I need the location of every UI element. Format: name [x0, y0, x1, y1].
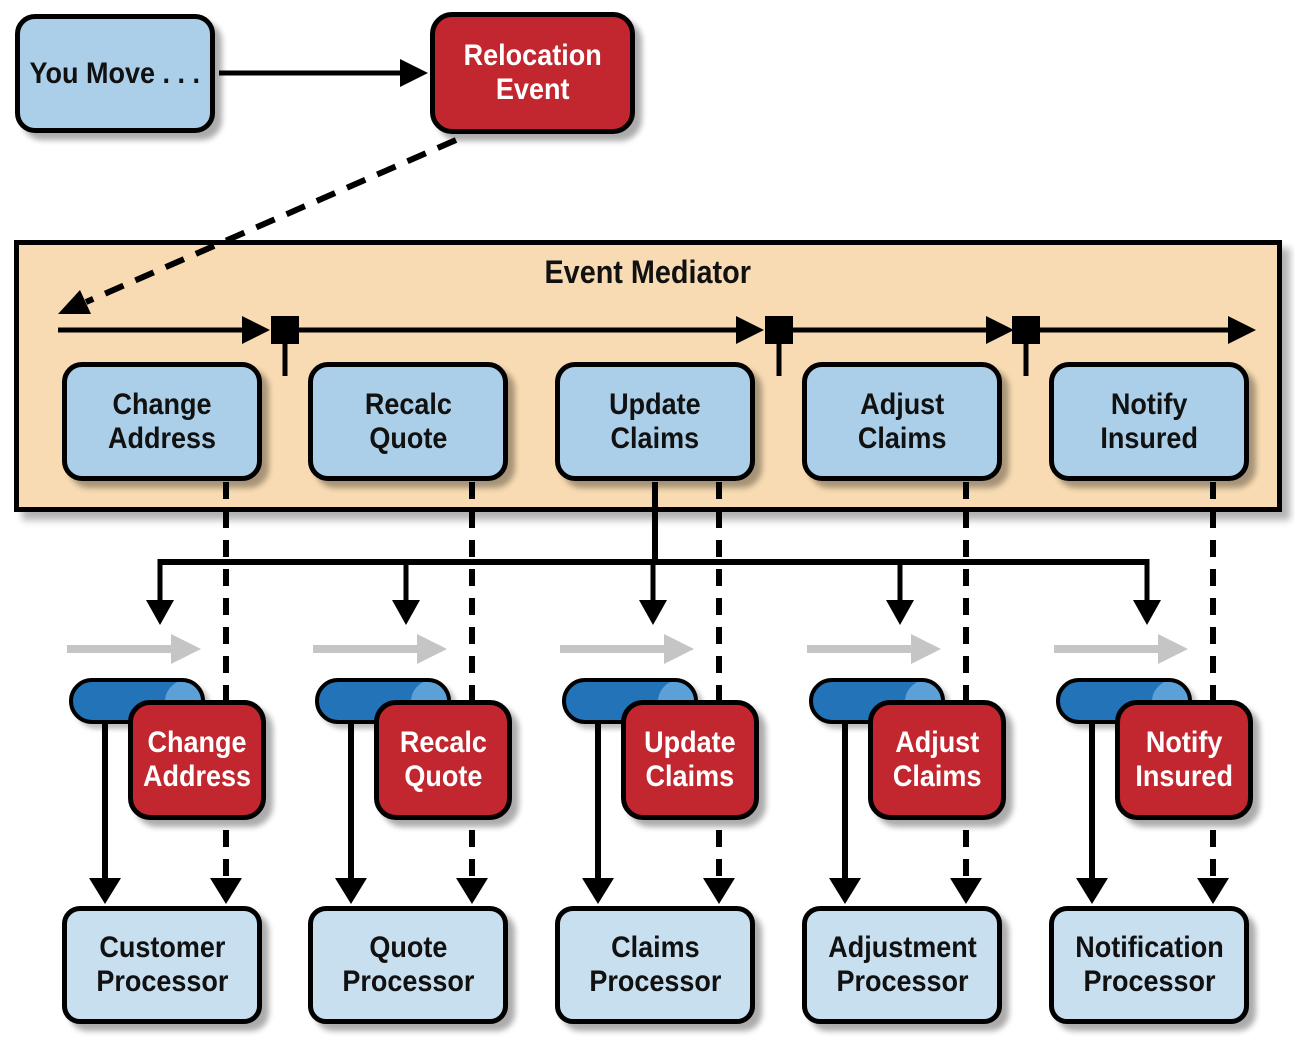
source-to-event-arrow	[219, 59, 428, 87]
customer-processor-box: Customer Processor	[62, 906, 262, 1024]
event-change-address-box: Change Address	[128, 700, 266, 820]
event-adjust-claims-box: Adjust Claims	[868, 700, 1006, 820]
source-box: You Move . . .	[15, 14, 215, 133]
mediator-step-notify-insured: Notify Insured	[1049, 362, 1249, 481]
mediator-title: Event Mediator	[544, 254, 752, 290]
event-recalc-quote-box: Recalc Quote	[374, 700, 512, 820]
adjustment-processor-box: Adjustment Processor	[802, 906, 1002, 1024]
event-update-claims-box: Update Claims	[621, 700, 759, 820]
mediator-step-adjust-claims: Adjust Claims	[802, 362, 1002, 481]
gray-flow-arrows	[67, 634, 1188, 664]
notification-processor-box: Notification Processor	[1049, 906, 1249, 1024]
mediator-step-change-address: Change Address	[62, 362, 262, 481]
mediator-step-recalc-quote: Recalc Quote	[308, 362, 508, 481]
claims-processor-box: Claims Processor	[555, 906, 755, 1024]
mediator-step-update-claims: Update Claims	[555, 362, 755, 481]
quote-processor-box: Quote Processor	[308, 906, 508, 1024]
relocation-event-label: Relocation Event	[463, 39, 602, 106]
source-label: You Move . . .	[29, 56, 201, 90]
event-notify-insured-box: Notify Insured	[1115, 700, 1253, 820]
relocation-event-box: Relocation Event	[430, 12, 635, 134]
